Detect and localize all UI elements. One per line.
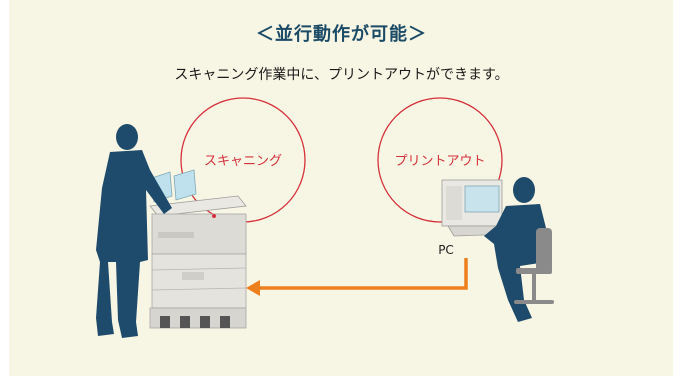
- page-title: ＜並行動作が可能＞: [256, 24, 427, 45]
- printer-scanner-device: [149, 195, 247, 329]
- computer-workstation: [441, 179, 513, 237]
- seated-operator-figure: [484, 177, 548, 322]
- pc-label: PC: [438, 243, 454, 257]
- printout-label: プリントアウト: [394, 154, 485, 169]
- scanning-label: スキャニング: [204, 154, 282, 169]
- office-chair: [514, 228, 554, 304]
- page-subtitle: スキャニング作業中に、プリントアウトができます。: [174, 67, 509, 83]
- standing-operator-figure: [96, 124, 172, 338]
- printout-circle: [377, 97, 503, 223]
- print-path-arrow: [246, 258, 468, 296]
